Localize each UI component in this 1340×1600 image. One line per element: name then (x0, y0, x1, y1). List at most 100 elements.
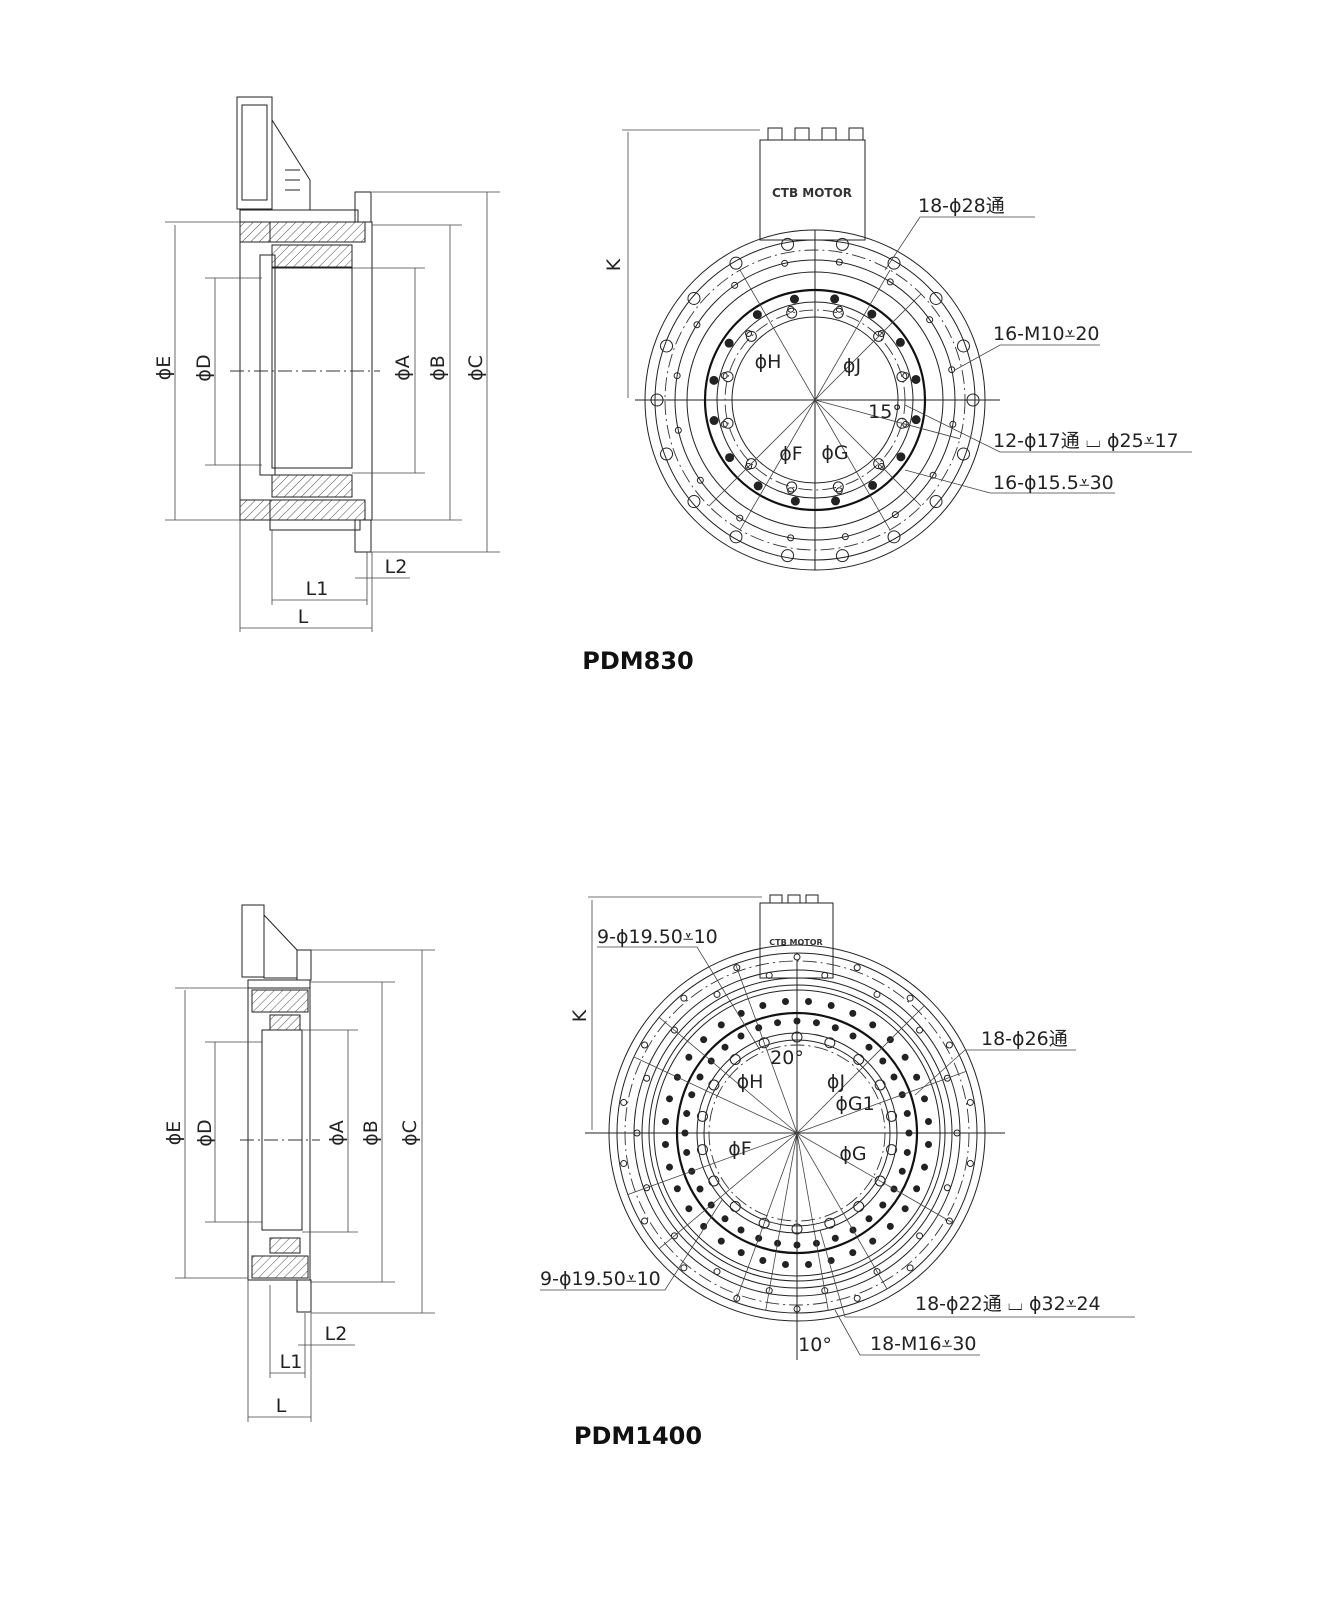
bolt-hole (781, 998, 789, 1006)
leader-line (765, 1132, 798, 1311)
dim-label-F: ϕF (779, 443, 802, 465)
bolt-hole (911, 415, 921, 425)
bolt-hole (853, 1053, 865, 1065)
bolt-hole (879, 1057, 887, 1065)
bolt-hole (662, 1141, 670, 1149)
bolt-hole (729, 1201, 741, 1213)
bolt-hole (841, 533, 849, 541)
bolt-hole (924, 1117, 932, 1125)
bolt-hole (966, 1160, 974, 1168)
leader-line (658, 1016, 798, 1134)
bolt-hole (685, 1053, 693, 1061)
bolt-hole (674, 426, 682, 434)
bolt-hole (786, 307, 798, 319)
dim-label-E: ϕE (163, 1121, 185, 1146)
bolt-hole (696, 1110, 708, 1122)
bolt-hole (693, 321, 701, 329)
bolt-hole (896, 371, 908, 383)
bolt-hole (737, 1009, 745, 1017)
bolt-hole (924, 1141, 932, 1149)
bolt-hole (867, 309, 877, 319)
callout-counterbore-upper: 9-ϕ19.50⩡10 (597, 926, 718, 948)
bolt-hole (696, 1073, 704, 1081)
dim-label-D: ϕD (194, 1119, 216, 1146)
pdm1400-side-view (175, 904, 435, 1422)
bolt-hole (681, 1129, 689, 1137)
bolt-hole (688, 1091, 696, 1099)
bolt-hole (753, 481, 763, 491)
dim-label-L2: L2 (385, 556, 408, 578)
bolt-hole (945, 1217, 953, 1225)
bolt-hole (722, 371, 734, 383)
bolt-hole (633, 1129, 641, 1137)
bolt-hole (865, 1043, 873, 1051)
bolt-hole (665, 1095, 673, 1103)
bolt-hole (945, 1041, 953, 1049)
ring-circle (724, 309, 906, 491)
bolt-hole (868, 480, 878, 490)
bolt-hole (903, 1148, 911, 1156)
bolt-hole (745, 462, 753, 470)
dim-label-K: K (603, 258, 625, 271)
bolt-hole (887, 530, 901, 544)
angle-label: 15° (868, 401, 902, 423)
ring-circle (608, 944, 986, 1322)
bolt-hole (737, 1226, 745, 1234)
bolt-hole (891, 511, 899, 519)
dim-label-C: ϕC (399, 1120, 421, 1146)
leader-line (633, 1056, 798, 1134)
bolt-hole (774, 1019, 782, 1027)
bolt-hole (736, 514, 744, 522)
bolt-hole (781, 549, 795, 563)
bolt-hole (849, 1009, 857, 1017)
bolt-hole (921, 1163, 929, 1171)
bolt-hole (835, 258, 843, 266)
bolt-hole (721, 1043, 729, 1051)
bolt-hole (902, 420, 910, 428)
ring-circle (703, 1039, 891, 1227)
bolt-hole (717, 1237, 725, 1245)
bolt-hole (886, 1144, 898, 1156)
bolt-hole (708, 1175, 720, 1187)
bolt-hole (733, 1294, 741, 1302)
dim-label-H: ϕH (737, 1071, 764, 1093)
bolt-hole (849, 1249, 857, 1257)
bolt-hole (793, 953, 801, 961)
bolt-hole (926, 316, 934, 324)
bolt-hole (821, 971, 829, 979)
pdm830-callout-leaders (884, 216, 1192, 494)
bolt-hole (781, 237, 795, 251)
callout-blind-holes: 16-ϕ15.5⩡30 (993, 472, 1114, 494)
bolt-hole (901, 1053, 909, 1061)
bolt-hole (781, 1260, 789, 1268)
bolt-hole (729, 256, 743, 270)
bolt-hole (886, 1110, 898, 1122)
leader-line (735, 1132, 798, 1303)
leader-line (658, 1132, 798, 1250)
pdm830-front-view (622, 127, 1000, 571)
ring-circle (644, 229, 986, 571)
ring-circle (664, 249, 966, 551)
callout-counterbore-holes: 18-ϕ22通 ⌴ ϕ32⩡24 (915, 1293, 1101, 1315)
bolt-hole (733, 964, 741, 972)
bolt-hole (765, 971, 773, 979)
bolt-hole (906, 994, 914, 1002)
leader-line (627, 1132, 798, 1195)
dim-label-L1: L1 (280, 1351, 303, 1373)
bolt-hole (929, 471, 937, 479)
bolt-hole (905, 1129, 913, 1137)
bolt-hole (696, 1144, 708, 1156)
bolt-hole (660, 339, 674, 353)
bolt-hole (759, 1257, 767, 1265)
bolt-hole (835, 305, 843, 313)
bolt-hole (759, 1001, 767, 1009)
bolt-hole (911, 374, 921, 384)
ring-circle (731, 316, 899, 484)
bolt-hole (877, 330, 885, 338)
bolt-hole (729, 1053, 741, 1065)
bolt-hole (873, 330, 885, 342)
callout-tapped-holes: 18-M16⩡30 (870, 1333, 977, 1355)
ring-circle (686, 271, 944, 529)
bolt-hole (827, 1257, 835, 1265)
bolt-hole (877, 462, 885, 470)
